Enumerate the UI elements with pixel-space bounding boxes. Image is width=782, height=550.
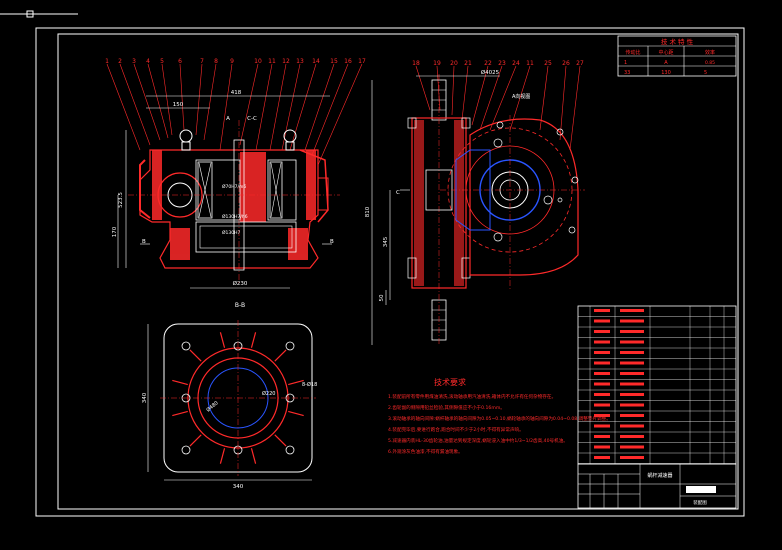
tech-param-h3: 效率: [705, 49, 715, 56]
front-view: 418 150 C-C A 523.5 170 B B Ø230 Ø70H7/m…: [105, 58, 366, 289]
part-label: 1: [105, 58, 109, 65]
dim-d480: Ø480: [205, 400, 220, 414]
fit-label-1: Ø70H7/m6: [222, 183, 246, 190]
outer-frame: [35, 27, 745, 517]
section-cc-label: C-C: [247, 116, 257, 122]
section-b-left: B: [142, 239, 146, 245]
parts-list: [577, 305, 737, 465]
fit-label-3: Ø130H7: [222, 229, 241, 236]
dim-150: 150: [173, 102, 184, 108]
tech-req-item: 2.齿轮副的侧隙用铅丝检验,其侧隙值应不小于0.16mm。: [388, 404, 505, 411]
view-a-title: A向视图: [512, 93, 530, 100]
tech-param-r2c3: 5: [704, 70, 707, 76]
part-label: 16: [344, 58, 352, 65]
part-label: 15: [330, 58, 338, 65]
title-block: 蜗杆减速器 装配图: [577, 463, 737, 509]
part-label: 6: [178, 58, 182, 65]
tech-req-item: 4.装配完毕后,要进行跑合,跑合时间不少于2小时,不得有异常声响。: [388, 426, 524, 433]
section-bb-view: B-B 340 340 8-Ø18 Ø480 Ø220: [142, 302, 317, 490]
tech-param-h2: 中心距: [658, 49, 673, 56]
part-label: 19: [433, 60, 441, 67]
part-label: 22: [484, 60, 492, 67]
part-label: 4: [146, 58, 150, 65]
part-label: 11: [268, 58, 276, 65]
dim-50: 50: [379, 294, 385, 301]
title-drawing-name: 蜗杆减速器: [647, 472, 672, 479]
tech-param-title: 技 术 特 性: [661, 37, 694, 46]
side-view: Ø4025 A向视图 C 810 345 50 18 19 20 21 22 23 24 11…: [365, 60, 585, 345]
part-label: 18: [412, 60, 420, 67]
dim-d4025: Ø4025: [481, 69, 500, 76]
part-label: 7: [200, 58, 204, 65]
tech-req-item: 3.滚动轴承的轴向间隙:蜗杆轴承的轴向间隙为0.05~0.10,蜗轮轴承的轴向间…: [388, 415, 611, 422]
part-label: 20: [450, 60, 458, 67]
part-label: 3: [132, 58, 136, 65]
tech-param-r1c2: A: [664, 60, 668, 66]
part-label: 17: [358, 58, 366, 65]
dim-810: 810: [365, 206, 371, 217]
part-label: 11: [526, 60, 534, 67]
dim-523-5: 523.5: [118, 192, 124, 208]
part-label: 26: [562, 60, 570, 67]
fit-label-2: Ø130H7/h6: [222, 213, 248, 220]
tech-req-item: 5.减速器内装HL-30齿轮油,油量达到规定深度,蜗轮浸入油中约1/3~1/2齿…: [388, 437, 568, 444]
tech-req-list: 1.装配前所有零件用煤油清洗,滚动轴承用汽油清洗,箱体内不允许有任何杂物存在。 2…: [388, 393, 611, 455]
part-label: 9: [230, 58, 234, 65]
part-labels-right: 18 19 20 21 22 23 24 11 25 26 27: [412, 60, 584, 67]
dim-340-height: 340: [142, 392, 148, 403]
title-doc-no: 装配图: [693, 499, 707, 506]
part-label: 24: [512, 60, 520, 67]
toolbar-marker-icon[interactable]: [26, 10, 34, 18]
section-b-right: B: [330, 239, 334, 245]
dim-418: 418: [231, 90, 242, 96]
tech-param-r1c1: 1: [624, 60, 627, 66]
view-a-label: A: [226, 116, 230, 122]
part-label: 21: [464, 60, 472, 67]
dim-340-width: 340: [233, 484, 244, 490]
tech-param-h1: 传动比: [625, 49, 640, 56]
dim-8-d18: 8-Ø18: [302, 381, 317, 388]
tech-req-item: 6.外观涂灰色油漆,不得有漏油现象。: [388, 448, 463, 455]
part-label: 25: [544, 60, 552, 67]
dim-d230: Ø230: [233, 280, 248, 287]
dim-170: 170: [112, 226, 118, 237]
tech-requirements: 技术要求 1.装配前所有零件用煤油清洗,滚动轴承用汽油清洗,箱体内不允许有任何杂…: [388, 377, 611, 455]
tech-req-item: 1.装配前所有零件用煤油清洗,滚动轴承用汽油清洗,箱体内不允许有任何杂物存在。: [388, 393, 556, 400]
part-label: 10: [254, 58, 262, 65]
part-label: 12: [282, 58, 290, 65]
part-label: 14: [312, 58, 320, 65]
tech-param-table: 技 术 特 性 传动比 中心距 效率 1 A 0.85 33 130 5: [617, 35, 737, 77]
tech-param-r1c3: 0.85: [705, 60, 715, 66]
section-c-label: C: [396, 190, 400, 196]
part-label: 2: [118, 58, 122, 65]
inner-frame: [57, 33, 739, 510]
tech-param-r2c2: 130: [661, 70, 671, 76]
tech-req-title: 技术要求: [434, 377, 466, 387]
dim-345: 345: [383, 236, 389, 247]
section-bb-title: B-B: [235, 302, 245, 309]
part-label: 27: [576, 60, 584, 67]
dim-d220: Ø220: [262, 390, 275, 397]
tech-param-r2c1: 33: [624, 70, 630, 76]
part-label: 23: [498, 60, 506, 67]
part-label: 13: [296, 58, 304, 65]
part-label: 8: [214, 58, 218, 65]
part-label: 5: [160, 58, 164, 65]
